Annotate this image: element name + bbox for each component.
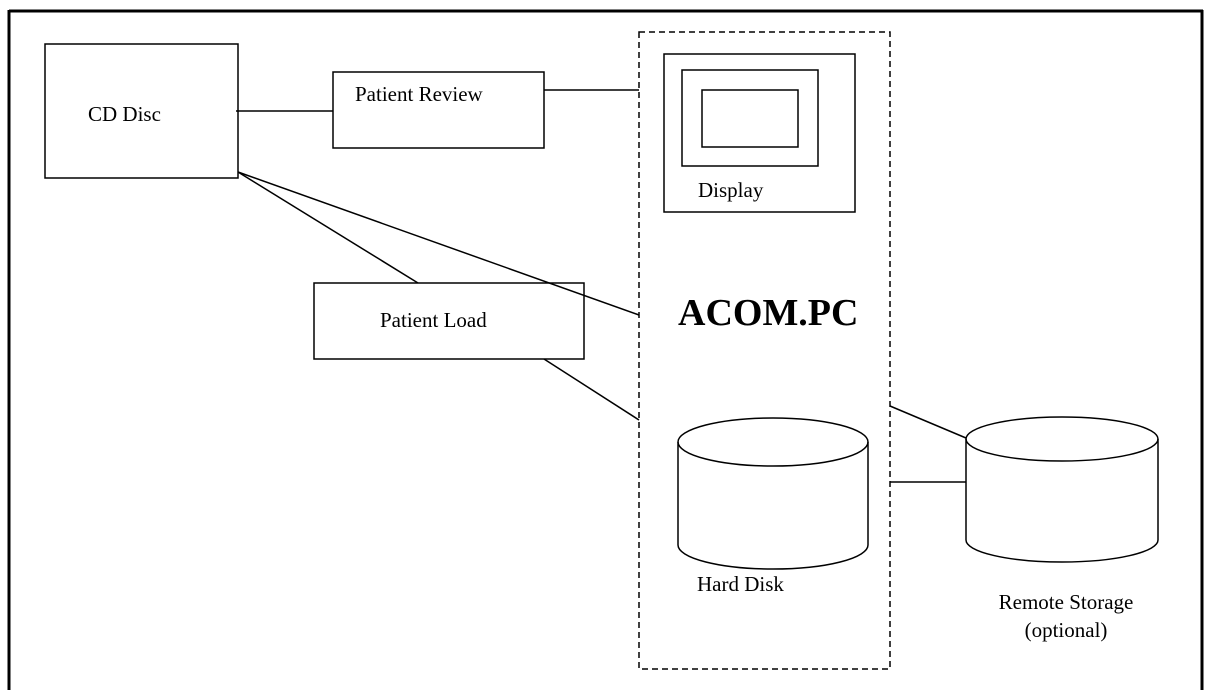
- edge-patient-load-to-acom: [543, 358, 640, 421]
- acom-pc-enclosure: [638, 31, 891, 670]
- hard-disk-label: Hard Disk: [697, 572, 784, 596]
- patient-review-box: [332, 71, 545, 149]
- edge-cd-to-acom: [237, 171, 640, 316]
- display-outer: [663, 53, 856, 213]
- remote-storage-sublabel: (optional): [1024, 618, 1108, 642]
- cd-disc-label: CD Disc: [88, 102, 161, 126]
- edge-acom-to-remote-upper: [889, 405, 967, 439]
- display-bezel: [681, 69, 819, 167]
- patient-review-label: Patient Review: [355, 82, 483, 106]
- acom-pc-label: ACOM.PC: [678, 292, 859, 334]
- edge-cd-to-patient-load: [237, 171, 419, 284]
- display-label: Display: [698, 178, 764, 202]
- hard-disk-cylinder: [677, 417, 869, 570]
- display-screen: [701, 89, 799, 148]
- patient-load-box: [313, 282, 585, 360]
- remote-storage-cylinder: [965, 416, 1159, 563]
- remote-storage-label: Remote Storage: [998, 590, 1134, 614]
- patient-load-label: Patient Load: [380, 308, 487, 332]
